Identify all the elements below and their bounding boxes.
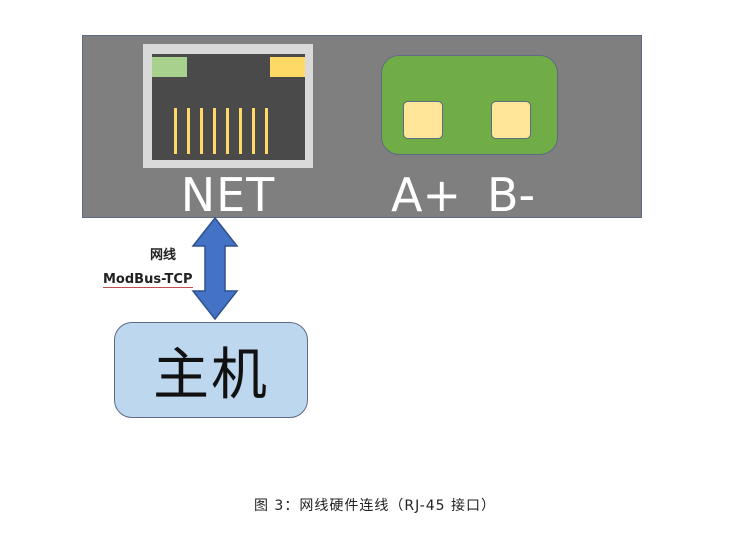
net-port-label: NET [180,168,276,222]
cable-type-label: 网线 [150,248,177,263]
rj45-pin [239,108,242,154]
rj45-pin [200,108,203,154]
rj45-pin [265,108,268,154]
terminal-a-label: A+ [391,168,462,222]
figure-caption: 图 3：网线硬件连线（RJ-45 接口） [253,498,497,514]
rj45-pin [187,108,190,154]
rj45-pin [226,108,229,154]
host-box [114,322,308,418]
terminal-b-pad [491,101,531,139]
rj45-yellow-led [270,57,305,77]
protocol-label: ModBus-TCP [103,272,193,288]
rj45-green-led [152,57,187,77]
terminal-b-label: B- [487,168,536,222]
host-label: 主机 [153,342,269,408]
double-arrow-icon [191,216,239,321]
rj45-pin [174,108,177,154]
terminal-a-pad [403,101,443,139]
rj45-pin [213,108,216,154]
rj45-pin [252,108,255,154]
